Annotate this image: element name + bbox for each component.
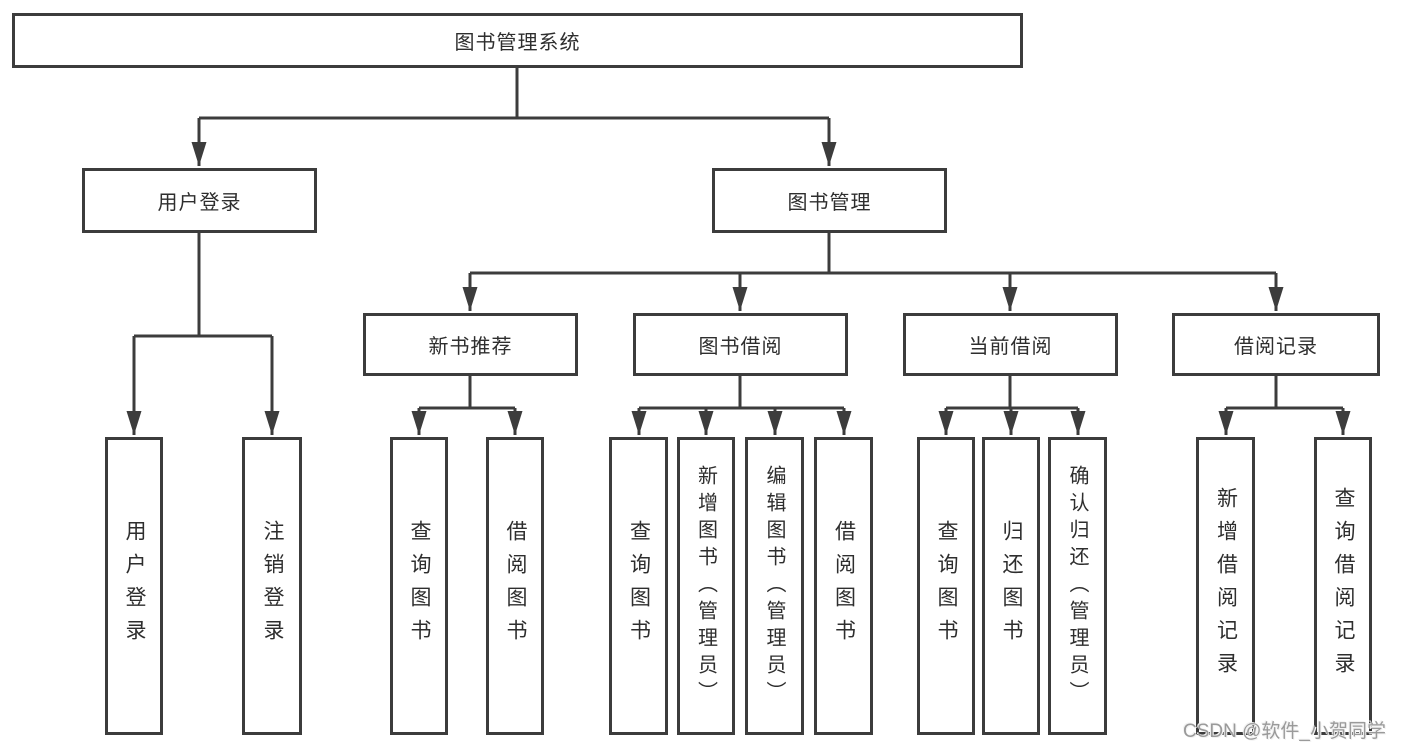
connector-book-borrow-split — [639, 376, 844, 410]
connector-current-borrow-split — [946, 376, 1078, 410]
leaf-user-login-label: 用户登录 — [123, 520, 146, 652]
node-current-borrow: 当前借阅 — [903, 313, 1118, 376]
node-user-login-label: 用户登录 — [157, 192, 242, 214]
leaf-add-books-admin-label: 新增图书（管理员） — [694, 464, 717, 708]
node-book-borrow: 图书借阅 — [633, 313, 848, 376]
node-user-login: 用户登录 — [82, 168, 317, 233]
leaf-logout-label: 注销登录 — [261, 520, 284, 652]
leaf-edit-books-admin-label: 编辑图书（管理员） — [763, 464, 785, 708]
leaf-user-login: 用户登录 — [105, 437, 163, 735]
node-new-book-recommend: 新书推荐 — [363, 313, 578, 376]
leaf-query-borrow-record: 查询借阅记录 — [1314, 437, 1372, 735]
leaf-add-books-admin: 新增图书（管理员） — [677, 437, 735, 735]
leaf-borrow-books-recommend-label: 借阅图书 — [504, 520, 527, 652]
leaf-return-books: 归还图书 — [982, 437, 1040, 735]
leaf-confirm-return-admin: 确认归还（管理员） — [1048, 437, 1107, 735]
node-borrow-records: 借阅记录 — [1172, 313, 1380, 376]
leaf-query-borrow-record-label: 查询借阅记录 — [1332, 487, 1355, 685]
connector-borrow-records-split — [1226, 376, 1343, 410]
leaf-logout: 注销登录 — [242, 437, 302, 735]
leaf-query-books-recommend-label: 查询图书 — [408, 520, 431, 652]
leaf-query-books-borrow-label: 查询图书 — [627, 520, 651, 652]
leaf-confirm-return-admin-label: 确认归还（管理员） — [1066, 464, 1088, 708]
leaf-borrow-books: 借阅图书 — [814, 437, 873, 735]
connector-root-stem — [199, 68, 829, 120]
leaf-query-books-current: 查询图书 — [917, 437, 975, 735]
node-book-management-label: 图书管理 — [787, 192, 872, 214]
node-new-book-recommend-label: 新书推荐 — [428, 336, 513, 358]
watermark: CSDN @软件_小贺同学 — [1183, 721, 1386, 742]
leaf-add-borrow-record: 新增借阅记录 — [1196, 437, 1255, 735]
leaf-edit-books-admin: 编辑图书（管理员） — [745, 437, 804, 735]
leaf-query-books-current-label: 查询图书 — [935, 520, 958, 652]
node-root-label: 图书管理系统 — [454, 32, 581, 54]
leaf-add-borrow-record-label: 新增借阅记录 — [1214, 487, 1238, 685]
node-borrow-records-label: 借阅记录 — [1234, 336, 1318, 358]
connector-new-book-split — [419, 376, 515, 410]
connector-book-mgmt-split — [470, 233, 1276, 275]
node-book-borrow-label: 图书借阅 — [698, 336, 783, 358]
node-book-management: 图书管理 — [712, 168, 947, 233]
connector-user-login-split — [134, 233, 272, 338]
leaf-return-books-label: 归还图书 — [1000, 520, 1023, 652]
leaf-query-books-borrow: 查询图书 — [609, 437, 668, 735]
leaf-query-books-recommend: 查询图书 — [390, 437, 448, 735]
node-current-borrow-label: 当前借阅 — [968, 336, 1053, 358]
leaf-borrow-books-label: 借阅图书 — [832, 520, 856, 652]
leaf-borrow-books-recommend: 借阅图书 — [486, 437, 544, 735]
node-root: 图书管理系统 — [12, 13, 1023, 68]
